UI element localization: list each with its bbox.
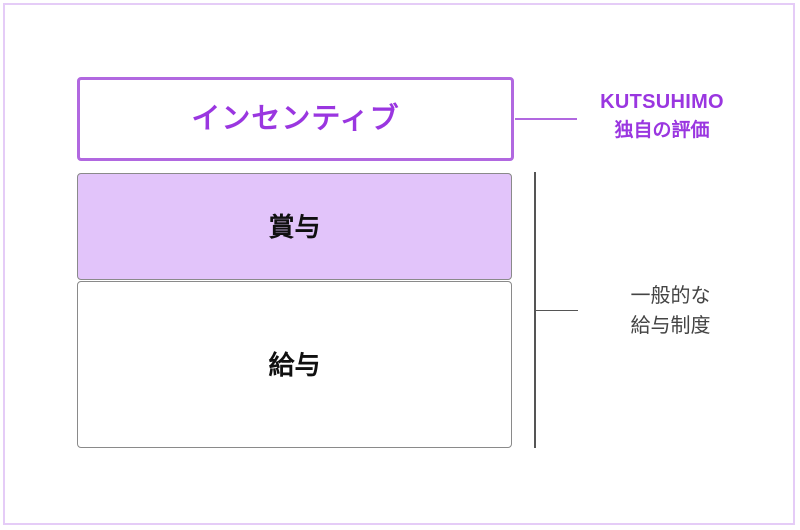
general-salary-callout-line1: 一般的な (630, 285, 711, 307)
kutsuhimo-callout-line2: 独自の評価 (614, 120, 710, 141)
salary-box-label: 給与 (268, 349, 321, 380)
salary-box: 給与 (77, 281, 512, 448)
kutsuhimo-callout: KUTSUHIMO 独自の評価 (577, 88, 747, 145)
incentive-box: インセンティブ (77, 77, 514, 161)
bonus-box: 賞与 (77, 173, 512, 280)
kutsuhimo-callout-line1: KUTSUHIMO (600, 91, 724, 113)
general-salary-bracket-horizontal (535, 310, 578, 311)
general-salary-callout: 一般的な 給与制度 (588, 281, 753, 341)
kutsuhimo-connector-line (515, 118, 577, 120)
general-salary-callout-line2: 給与制度 (630, 315, 711, 337)
incentive-box-label: インセンティブ (191, 102, 400, 135)
bonus-box-label: 賞与 (268, 211, 321, 242)
